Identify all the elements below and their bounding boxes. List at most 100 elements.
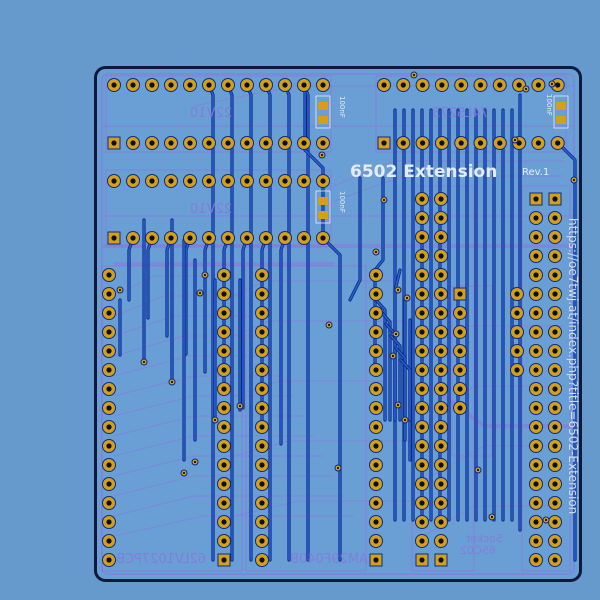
drill-hole (438, 367, 444, 373)
drill-hole (552, 367, 558, 373)
drill-hole (221, 310, 227, 316)
drill-hole (457, 348, 463, 354)
drill-hole (457, 405, 463, 411)
drill-hole (552, 291, 558, 297)
drill-hole (533, 291, 539, 297)
drill-hole (187, 178, 193, 184)
drill-hole (221, 405, 227, 411)
pcb-board: 6502 Extension Rev.1 https://oe7twj.at/i… (94, 66, 582, 582)
copper-trace (390, 335, 401, 421)
drill-hole (263, 82, 269, 88)
drill-hole (320, 140, 326, 146)
drill-hole (106, 519, 112, 525)
drill-hole (552, 443, 558, 449)
drill-hole (206, 140, 212, 146)
drill-hole (555, 82, 561, 88)
drill-hole (457, 367, 463, 373)
drill-hole (373, 481, 379, 487)
drill-hole (458, 82, 464, 88)
drill-hole (514, 367, 520, 373)
drill-hole (438, 557, 444, 563)
drill-hole (149, 178, 155, 184)
drill-hole (106, 481, 112, 487)
drill-hole (420, 140, 426, 146)
drill-hole (552, 557, 558, 563)
drill-hole (533, 462, 539, 468)
drill-hole (168, 140, 174, 146)
drill-hole (259, 405, 265, 411)
drill-hole (373, 291, 379, 297)
drill-hole (497, 140, 503, 146)
drill-hole (282, 178, 288, 184)
drill-hole (373, 424, 379, 430)
drill-hole (438, 215, 444, 221)
drill-hole (106, 557, 112, 563)
drill-hole (106, 291, 112, 297)
smd-pad (318, 116, 328, 124)
drill-hole (320, 235, 326, 241)
drill-hole (516, 82, 522, 88)
drill-hole (221, 272, 227, 278)
drill-hole (168, 235, 174, 241)
drill-hole (221, 538, 227, 544)
drill-hole (419, 272, 425, 278)
drill-hole (438, 538, 444, 544)
drill-hole (244, 235, 250, 241)
drill-hole (221, 519, 227, 525)
drill-hole (535, 82, 541, 88)
drill-hole (419, 538, 425, 544)
drill-hole (438, 443, 444, 449)
drill-hole (221, 481, 227, 487)
drill-hole (514, 329, 520, 335)
drill-hole (301, 82, 307, 88)
drill-hole (419, 443, 425, 449)
chip-label-flash: AM29F040B (290, 552, 368, 567)
drill-hole (259, 538, 265, 544)
drill-hole (419, 500, 425, 506)
drill-hole (533, 557, 539, 563)
drill-hole (130, 140, 136, 146)
drill-hole (552, 462, 558, 468)
drill-hole (457, 329, 463, 335)
drill-hole (225, 140, 231, 146)
drill-hole (259, 329, 265, 335)
drill-hole (187, 140, 193, 146)
smd-pad (556, 102, 566, 110)
drill-hole (259, 272, 265, 278)
board-revision: Rev.1 (522, 167, 550, 178)
drill-hole (221, 291, 227, 297)
drill-hole (187, 82, 193, 88)
drill-hole (419, 215, 425, 221)
drill-hole (533, 424, 539, 430)
drill-hole (106, 348, 112, 354)
drill-hole (106, 386, 112, 392)
drill-hole (533, 348, 539, 354)
drill-hole (282, 140, 288, 146)
drill-hole (438, 481, 444, 487)
drill-hole (514, 291, 520, 297)
drill-hole (111, 178, 117, 184)
drill-hole (259, 519, 265, 525)
drill-hole (552, 519, 558, 525)
drill-hole (438, 386, 444, 392)
drill-hole (535, 140, 541, 146)
drill-hole (533, 538, 539, 544)
drill-hole (439, 140, 445, 146)
drill-hole (533, 272, 539, 278)
copper-trace (375, 299, 386, 421)
drill-hole (373, 310, 379, 316)
drill-hole (419, 462, 425, 468)
drill-hole (552, 348, 558, 354)
drill-hole (206, 82, 212, 88)
drill-hole (149, 82, 155, 88)
drill-hole (206, 178, 212, 184)
drill-hole (533, 367, 539, 373)
drill-hole (221, 462, 227, 468)
drill-hole (533, 234, 539, 240)
drill-hole (497, 82, 503, 88)
drill-hole (533, 481, 539, 487)
drill-hole (514, 310, 520, 316)
drill-hole (221, 557, 227, 563)
drill-hole (259, 462, 265, 468)
drill-hole (263, 178, 269, 184)
